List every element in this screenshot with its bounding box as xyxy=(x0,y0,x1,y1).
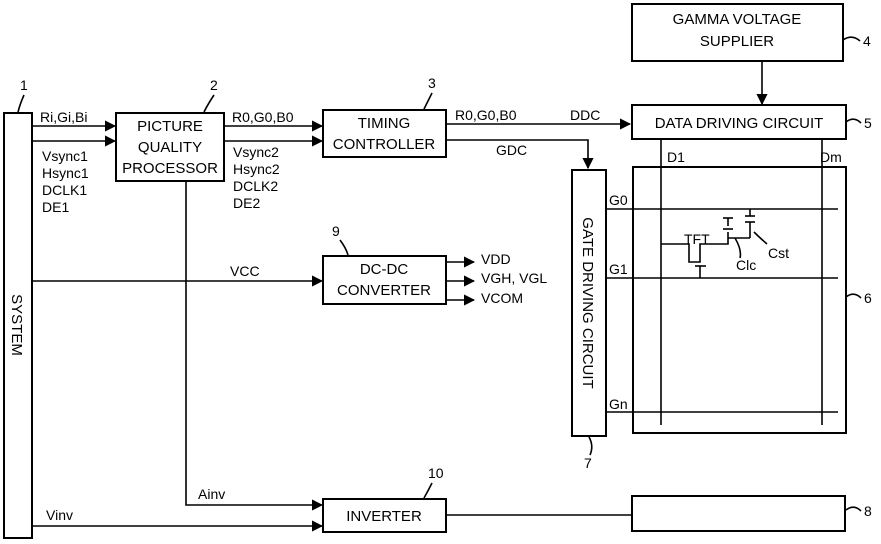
ref-8: 8 xyxy=(864,503,872,519)
panel-block xyxy=(633,167,846,433)
signal-de1: DE1 xyxy=(42,199,69,215)
ref-2-leader xyxy=(204,95,214,112)
label-dm: Dm xyxy=(820,149,842,165)
inverter-label: INVERTER xyxy=(346,508,422,525)
ref-5-leader xyxy=(846,119,861,123)
ref-9-leader xyxy=(340,240,348,255)
signal-pqp-rgb: R0,G0,B0 xyxy=(232,109,294,125)
ref-1-leader xyxy=(18,95,24,112)
signal-vinv: Vinv xyxy=(46,507,73,523)
signal-ri-gi-bi: Ri,Gi,Bi xyxy=(40,109,87,125)
pqp-label-line3: PROCESSOR xyxy=(122,160,218,177)
signal-dclk2: DCLK2 xyxy=(233,178,278,194)
label-d1: D1 xyxy=(667,149,685,165)
gamma-label-line1: GAMMA VOLTAGE xyxy=(673,11,802,28)
signal-vcc: VCC xyxy=(230,263,260,279)
signal-vdd: VDD xyxy=(481,251,511,267)
signal-hsync2: Hsync2 xyxy=(233,161,280,177)
label-tft: TFT xyxy=(684,231,710,247)
label-gn: Gn xyxy=(609,396,628,412)
signal-ainv: Ainv xyxy=(198,486,225,502)
label-clc: Clc xyxy=(736,257,756,273)
ref-2: 2 xyxy=(210,77,218,93)
signal-vsync2: Vsync2 xyxy=(233,144,279,160)
ref-3-leader xyxy=(424,93,432,109)
ref-3: 3 xyxy=(428,75,436,91)
gdc-block-label: GATE DRIVING CIRCUIT xyxy=(579,217,596,388)
gamma-label-line2: SUPPLIER xyxy=(700,33,774,50)
ref-6-leader xyxy=(846,294,861,298)
signal-vgh-vgl: VGH, VGL xyxy=(481,270,547,286)
signal-de2: DE2 xyxy=(233,195,260,211)
ref-4: 4 xyxy=(863,33,871,49)
ref-6: 6 xyxy=(864,290,872,306)
ref-8-leader xyxy=(846,507,861,511)
pqp-label-line1: PICTURE xyxy=(137,118,203,135)
tc-label-line1: TIMING xyxy=(358,115,411,132)
signal-vsync1: Vsync1 xyxy=(42,148,88,164)
ainv-line xyxy=(186,181,322,505)
signal-dclk1: DCLK1 xyxy=(42,182,87,198)
signal-vcom: VCOM xyxy=(481,290,523,306)
signal-gdc: GDC xyxy=(496,142,527,158)
dcdc-label-line1: DC-DC xyxy=(360,261,408,278)
label-cst: Cst xyxy=(768,245,789,261)
ref-5: 5 xyxy=(864,115,872,131)
ref-7: 7 xyxy=(584,455,592,471)
ddc-block-label: DATA DRIVING CIRCUIT xyxy=(655,115,824,132)
backlight-block xyxy=(632,496,845,531)
dcdc-label-line2: CONVERTER xyxy=(337,282,431,299)
ref-7-leader xyxy=(589,437,592,455)
ref-10-leader xyxy=(424,483,432,498)
system-label: SYSTEM xyxy=(8,294,25,356)
ref-1: 1 xyxy=(20,77,28,93)
signal-ddc: DDC xyxy=(570,107,600,123)
label-g0: G0 xyxy=(609,192,628,208)
label-g1: G1 xyxy=(609,261,628,277)
signal-tc-rgb: R0,G0,B0 xyxy=(455,107,517,123)
tc-label-line2: CONTROLLER xyxy=(333,136,436,153)
ref-9: 9 xyxy=(332,223,340,239)
ref-10: 10 xyxy=(428,465,444,481)
ref-4-leader xyxy=(843,37,860,41)
signal-hsync1: Hsync1 xyxy=(42,165,89,181)
pqp-label-line2: QUALITY xyxy=(138,139,202,156)
